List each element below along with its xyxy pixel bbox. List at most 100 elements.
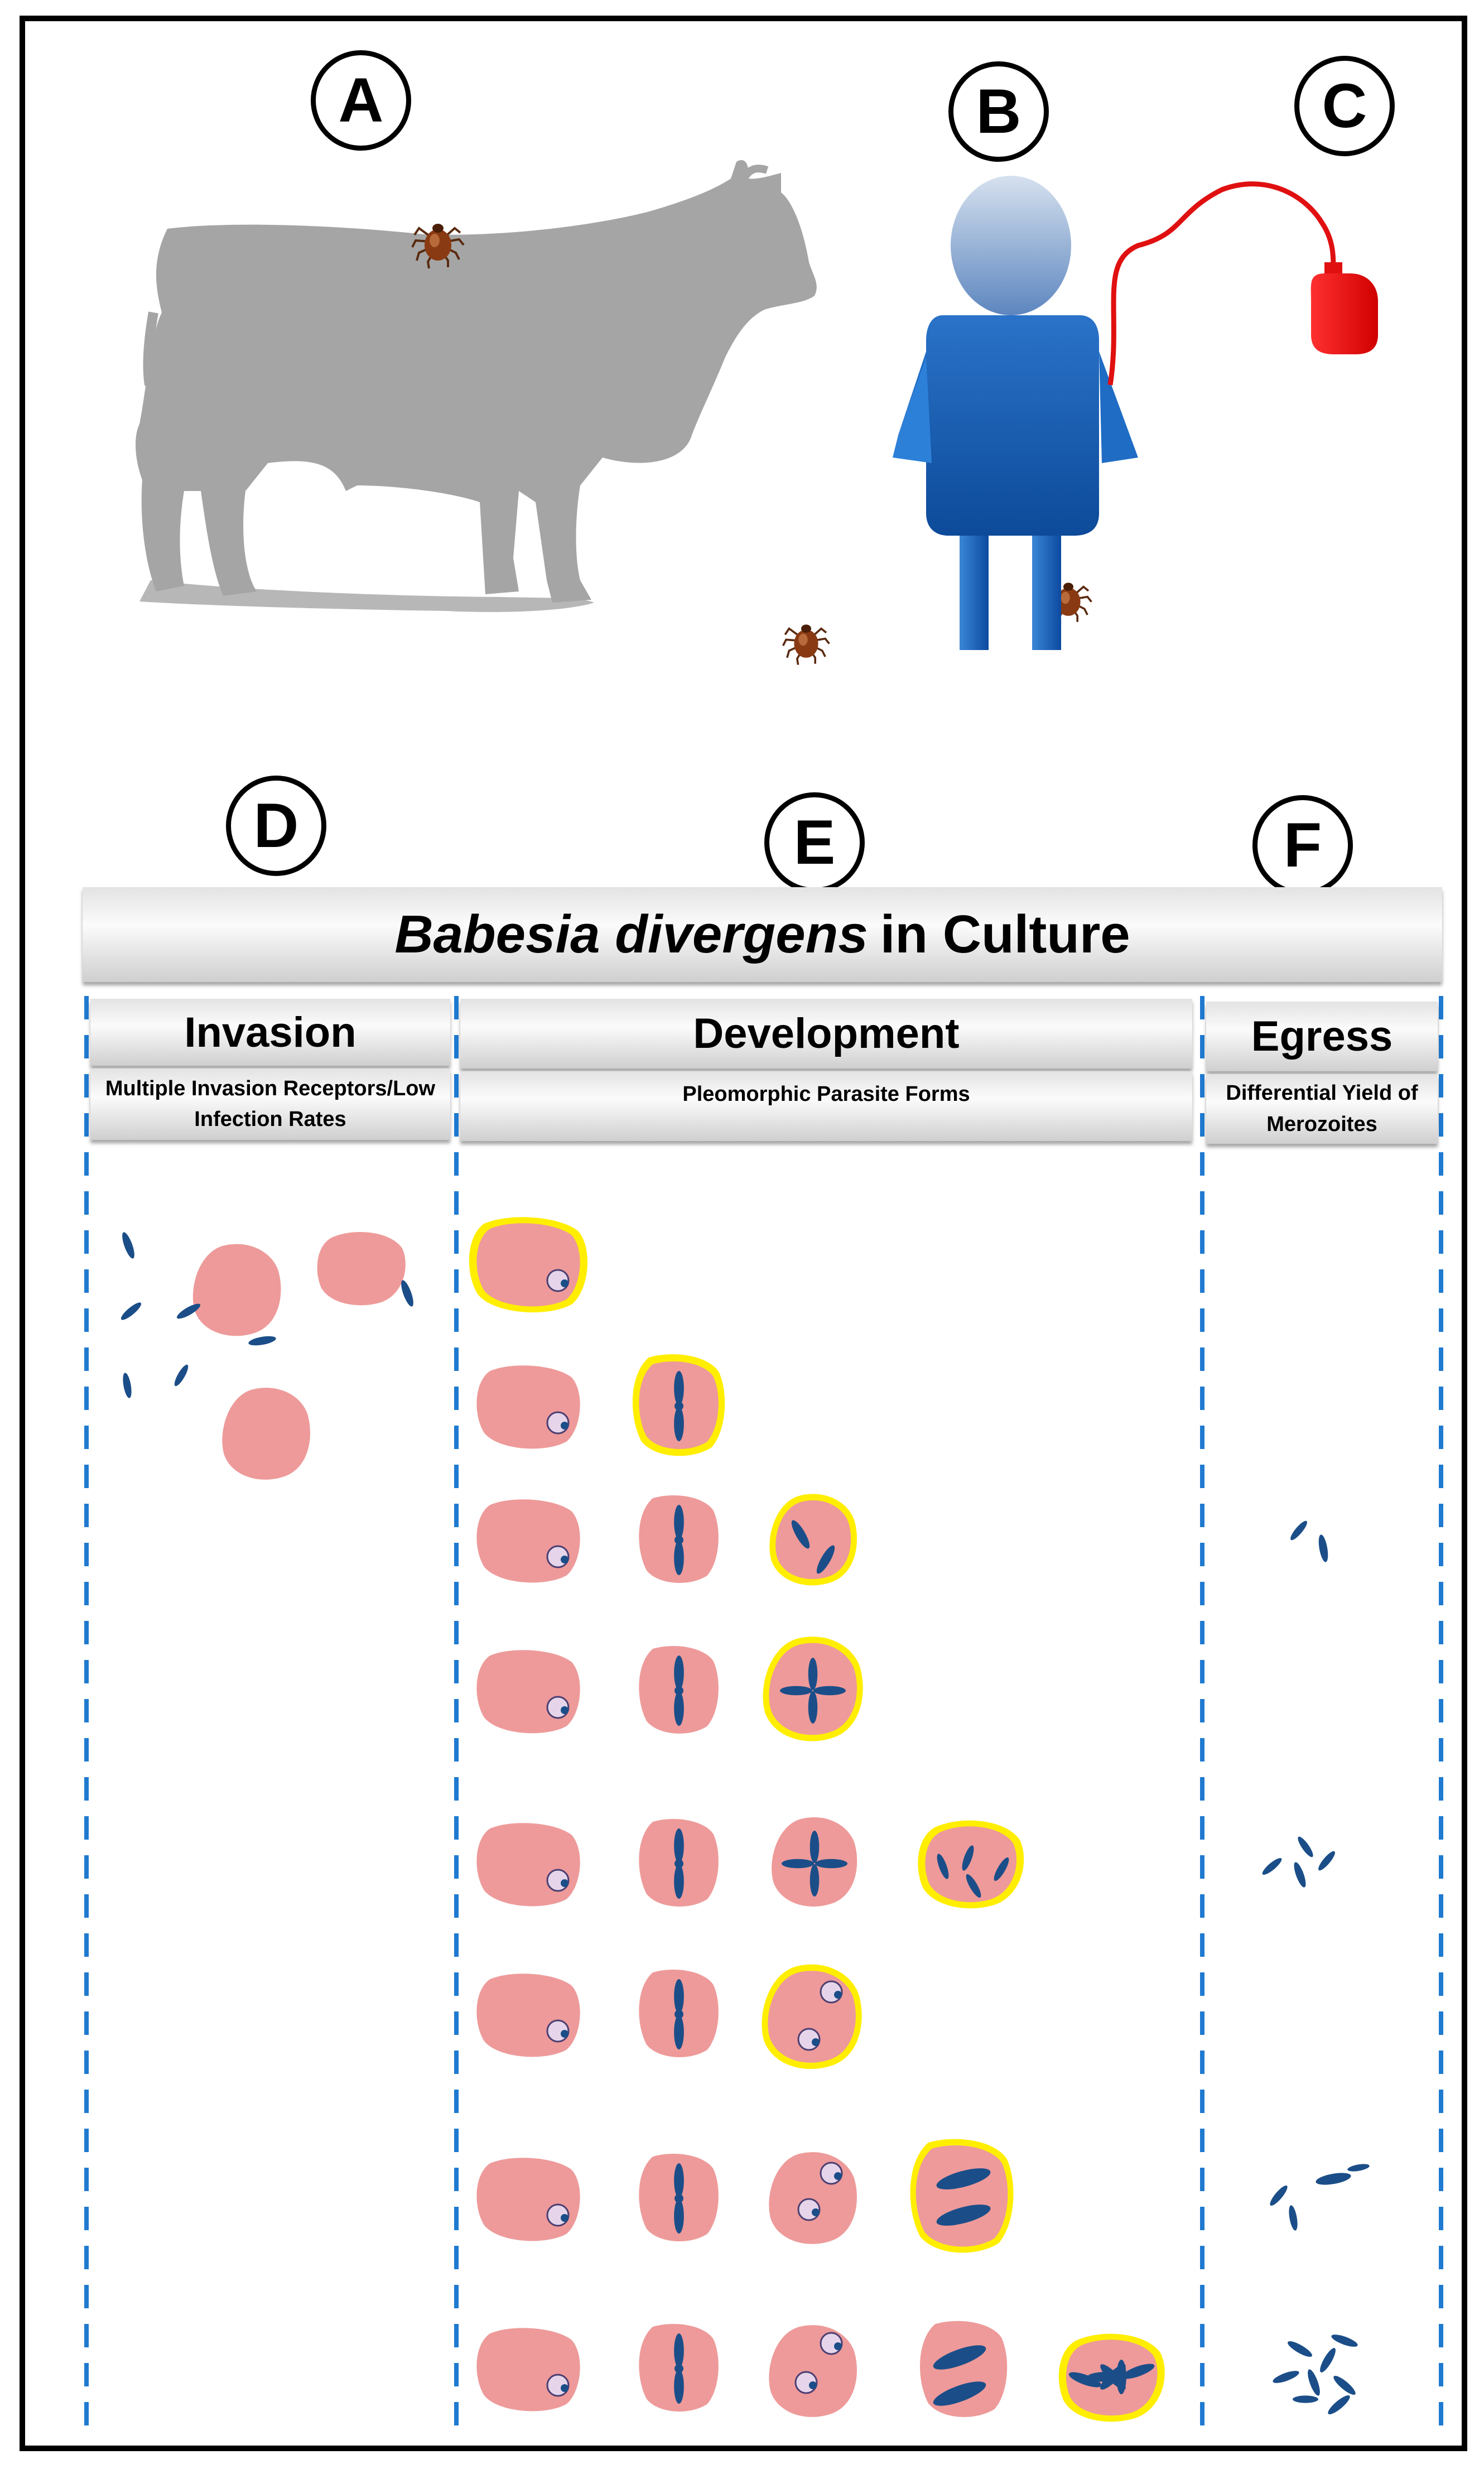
merozoite [933, 2345, 986, 2370]
blood-bag-icon [1310, 262, 1378, 354]
panel-label-b: B [948, 61, 1049, 162]
person-figure [893, 176, 1138, 650]
red-blood-cell [769, 2152, 857, 2244]
merozoite [808, 1691, 818, 1724]
red-blood-cell [639, 1495, 719, 1583]
released-merozoites-egress [1262, 1520, 1370, 2414]
merozoite [674, 1691, 684, 1726]
merozoite [1290, 1520, 1307, 1541]
title-italic: Babesia divergens [394, 904, 868, 964]
merozoite [791, 1520, 810, 1549]
red-blood-cell [639, 1818, 719, 1907]
merozoite [674, 2369, 684, 2404]
red-blood-cell [476, 1499, 580, 1583]
merozoite [1270, 2185, 1288, 2206]
red-blood-cell [476, 1365, 580, 1449]
merozoite [933, 2381, 986, 2406]
merozoite [1331, 2335, 1358, 2347]
merozoite [674, 2163, 684, 2198]
title-rest: in Culture [880, 904, 1130, 964]
red-blood-cell [772, 1817, 857, 1907]
panel-label-a: A [311, 50, 411, 151]
merozoite [962, 1845, 974, 1871]
red-blood-cell [919, 2321, 1008, 2417]
heading-development: Development [460, 999, 1192, 1069]
red-blood-cell [762, 1964, 862, 2069]
merozoite [176, 1303, 201, 1319]
red-blood-cell [639, 2153, 719, 2241]
merozoite [1333, 2376, 1356, 2395]
merozoite [674, 1505, 684, 1539]
red-blood-cell [469, 1217, 588, 1313]
merozoite [123, 1373, 132, 1398]
merozoite [1320, 2348, 1336, 2372]
merozoite [401, 1280, 413, 1307]
merozoite [813, 1686, 846, 1696]
tick-icon [782, 623, 831, 666]
merozoite [808, 1658, 818, 1690]
red-blood-cell [769, 2325, 857, 2417]
merozoite [674, 1864, 684, 1899]
merozoite [1288, 2341, 1312, 2357]
panel-label-e: E [764, 792, 865, 893]
red-blood-cell [476, 1823, 580, 1907]
red-blood-cell [1058, 2333, 1165, 2422]
red-blood-cell [476, 1650, 580, 1734]
merozoite [121, 1302, 142, 1320]
merozoite [1289, 2205, 1298, 2231]
merozoite [937, 1854, 949, 1879]
merozoite [810, 1831, 820, 1863]
title-bar: Babesia divergens in Culture [83, 887, 1442, 982]
merozoite [674, 1828, 684, 1863]
merozoite [674, 2333, 684, 2368]
subheading-egress: Differential Yield of Merozoites [1206, 1074, 1438, 1144]
merozoite [248, 1336, 276, 1346]
merozoite [1298, 1836, 1313, 1857]
red-blood-cell [918, 1820, 1024, 1909]
red-blood-cell [476, 1974, 580, 2057]
red-blood-cell [476, 2328, 580, 2412]
merozoite [674, 1541, 684, 1575]
merozoite [674, 1407, 684, 1441]
merozoite [174, 1364, 189, 1387]
red-blood-cell [632, 1354, 725, 1456]
merozoite [674, 1655, 684, 1690]
heading-invasion: Invasion [90, 999, 450, 1066]
merozoite [1262, 1858, 1282, 1875]
panel-label-d: D [226, 776, 326, 876]
merozoite [1316, 2173, 1351, 2185]
red-blood-cell [476, 2158, 580, 2241]
merozoite [1347, 2164, 1370, 2172]
merozoite [810, 1864, 820, 1897]
heading-egress: Egress [1206, 1002, 1438, 1071]
red-blood-cell [763, 1637, 863, 1741]
cells-layer [121, 1217, 1370, 2422]
merozoite [674, 1371, 684, 1406]
merozoite [816, 1545, 835, 1574]
merozoite [1273, 2371, 1299, 2383]
merozoite [1318, 1534, 1328, 1562]
merozoite [1294, 1862, 1306, 1888]
merozoite [994, 1857, 1009, 1881]
merozoite [936, 2205, 991, 2226]
merozoite [1068, 2372, 1102, 2388]
panel-label-c: C [1294, 56, 1395, 156]
red-blood-cell [910, 2139, 1014, 2253]
merozoite [674, 1979, 684, 2014]
red-blood-cell [192, 1244, 281, 1336]
red-blood-cell [222, 1388, 310, 1480]
column-dividers [84, 996, 1443, 2441]
merozoite [1328, 2395, 1350, 2414]
merozoite [1121, 2364, 1155, 2379]
red-blood-cell [639, 1969, 719, 2057]
merozoite [815, 1859, 847, 1869]
merozoite [674, 2015, 684, 2049]
cow-silhouette [136, 160, 817, 612]
merozoite [936, 2168, 991, 2189]
red-blood-cell [769, 1494, 857, 1586]
merozoite [1116, 2360, 1126, 2394]
red-blood-cell [317, 1231, 406, 1306]
subheading-invasion: Multiple Invasion Receptors/Low Infectio… [90, 1069, 450, 1140]
merozoite [1293, 2395, 1318, 2403]
